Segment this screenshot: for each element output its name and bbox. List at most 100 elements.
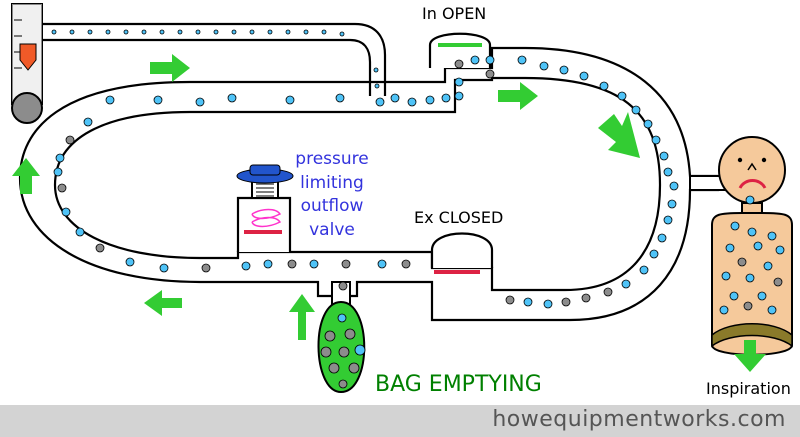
fresh-gas-particle xyxy=(523,297,533,307)
fresh-gas-particle xyxy=(669,181,679,191)
fresh-gas-particle xyxy=(775,245,785,255)
fresh-gas-particle xyxy=(75,227,85,237)
fresh-gas-particle xyxy=(470,55,480,65)
fresh-gas-particle xyxy=(227,93,237,103)
fresh-gas-particle xyxy=(375,97,385,107)
fresh-gas-particle xyxy=(285,95,295,105)
arrow-up-icon xyxy=(289,294,315,340)
exhaled-gas-particle xyxy=(201,263,211,273)
fresh-gas-particle xyxy=(643,119,653,129)
fresh-gas-particle xyxy=(105,95,115,105)
fresh-gas-particle xyxy=(767,231,777,241)
fresh-gas-particle xyxy=(141,29,147,35)
patient-phase-label: Inspiration xyxy=(706,379,791,398)
fresh-gas-particle xyxy=(725,243,735,253)
fresh-gas-particle xyxy=(639,265,649,275)
exhaled-gas-particle xyxy=(338,346,350,358)
fresh-gas-particle xyxy=(249,29,255,35)
arrow-right-icon xyxy=(150,54,190,82)
arrow-down-right-icon xyxy=(598,112,640,158)
footer-bar: howequipmentworks.com xyxy=(0,405,800,437)
fresh-gas-particle xyxy=(663,215,673,225)
fresh-gas-particle xyxy=(559,65,569,75)
fresh-gas-line xyxy=(42,22,387,96)
exhaled-gas-particle xyxy=(287,259,297,269)
fresh-gas-particle xyxy=(213,29,219,35)
fresh-gas-particle xyxy=(159,29,165,35)
fresh-gas-particle xyxy=(719,305,729,315)
fresh-gas-particle xyxy=(621,279,631,289)
apl-valve-label-line: outflow xyxy=(300,196,364,216)
website-credit: howequipmentworks.com xyxy=(492,407,786,432)
apl-coil-icon xyxy=(251,208,282,228)
exhaled-gas-particle xyxy=(737,257,747,267)
fresh-gas-particle xyxy=(177,29,183,35)
fresh-gas-particle xyxy=(51,29,57,35)
apl-valve-label-line: limiting xyxy=(300,172,364,193)
patient-mouth xyxy=(738,179,767,189)
exhaled-gas-particle xyxy=(324,330,336,342)
fresh-gas-particle xyxy=(485,55,495,65)
fresh-gas-particle xyxy=(757,291,767,301)
fresh-gas-particle xyxy=(373,67,379,73)
expiratory-valve-label: Ex CLOSED xyxy=(414,208,504,227)
fresh-gas-particle xyxy=(55,153,65,163)
exhaled-gas-particle xyxy=(401,259,411,269)
fresh-gas-particle xyxy=(721,271,731,281)
fresh-gas-particle xyxy=(377,259,387,269)
exhaled-gas-particle xyxy=(505,295,515,305)
fresh-gas-particle xyxy=(153,95,163,105)
exhaled-gas-particle xyxy=(338,281,348,291)
fresh-gas-particle xyxy=(729,291,739,301)
arrow-up-icon xyxy=(12,158,40,194)
patient-diaphragm xyxy=(711,323,793,348)
fresh-gas-particle xyxy=(651,135,661,145)
exhaled-gas-particle xyxy=(454,59,464,69)
fresh-gas-particle xyxy=(659,151,669,161)
exhaled-gas-particle xyxy=(348,362,360,374)
flowmeter-float-icon xyxy=(19,43,37,71)
fresh-gas-particle xyxy=(454,91,464,101)
fresh-gas-particle xyxy=(657,233,667,243)
exhaled-gas-particle xyxy=(743,301,753,311)
exhaled-gas-particle xyxy=(344,328,356,340)
exhaled-gas-particle xyxy=(581,293,591,303)
arrow-right-icon xyxy=(498,82,538,110)
exhaled-gas-particle xyxy=(57,183,67,193)
apl-valve xyxy=(236,164,294,252)
fresh-gas-particle xyxy=(747,227,757,237)
apl-valve-label-line: pressure xyxy=(295,149,369,169)
fresh-gas-particle xyxy=(263,259,273,269)
exhaled-gas-particle xyxy=(341,259,351,269)
apl-spring-icon xyxy=(256,183,274,197)
fresh-gas-particle xyxy=(123,29,129,35)
fresh-gas-particle xyxy=(517,55,527,65)
exhaled-gas-particle xyxy=(773,277,783,287)
patient-head xyxy=(718,136,786,204)
fresh-gas-particle xyxy=(374,83,380,89)
fresh-gas-particle xyxy=(667,199,677,209)
fresh-gas-particle xyxy=(125,257,135,267)
fresh-gas-particle xyxy=(425,95,435,105)
reservoir-bag-label: BAG EMPTYING xyxy=(375,372,542,397)
fresh-gas-particle xyxy=(83,117,93,127)
fresh-gas-particle xyxy=(87,29,93,35)
fresh-gas-particle xyxy=(753,241,763,251)
fresh-gas-particle xyxy=(539,61,549,71)
fresh-gas-particle xyxy=(730,221,740,231)
fresh-gas-particle xyxy=(441,93,451,103)
exhaled-gas-particle xyxy=(95,243,105,253)
fresh-gas-particle xyxy=(579,71,589,81)
fresh-gas-particle xyxy=(390,93,400,103)
fresh-gas-particle xyxy=(599,81,609,91)
fresh-gas-particle xyxy=(231,29,237,35)
fresh-gas-particle xyxy=(195,29,201,35)
exhaled-gas-particle xyxy=(338,379,348,389)
flow-arrows xyxy=(12,54,766,372)
fresh-gas-particle xyxy=(61,207,71,217)
inspiratory-valve-label: In OPEN xyxy=(422,4,487,23)
fresh-gas-particle xyxy=(69,29,75,35)
arrow-down-icon xyxy=(734,340,766,372)
fresh-gas-particle xyxy=(354,344,366,356)
